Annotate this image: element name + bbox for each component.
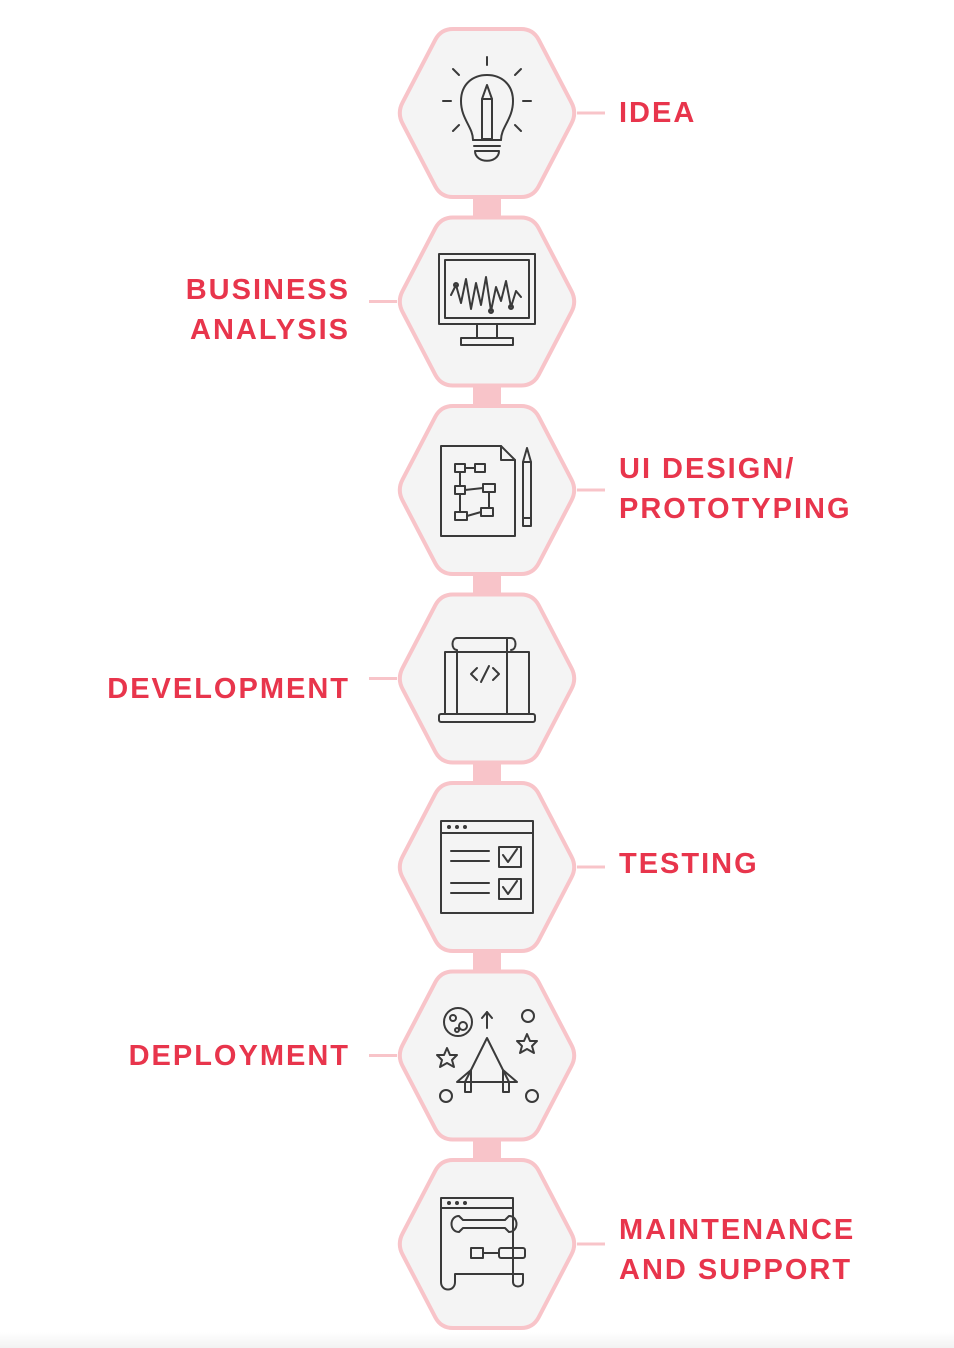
hexagon-business-analysis: [397, 215, 577, 388]
step-label-ui-design-prototyping: UI DESIGN/PROTOTYPING: [619, 453, 852, 525]
hexagon-idea: [397, 27, 577, 199]
hexagon-ui-design-prototyping: [397, 404, 577, 576]
monitor-chart-icon: [438, 253, 536, 346]
checklist-window-icon: [440, 820, 534, 914]
step-label-deployment: DEPLOYMENT: [128, 1040, 350, 1072]
lightbulb-pencil-icon: [442, 56, 532, 162]
flowchart-pencil-icon: [440, 445, 532, 537]
laptop-code-icon: [438, 637, 536, 723]
hexagon-testing: [397, 781, 577, 953]
tools-document-icon: [440, 1197, 526, 1291]
hexagon-deployment: [397, 969, 577, 1142]
rocket-launch-icon: [436, 1007, 539, 1103]
bottom-fade: [0, 1332, 954, 1348]
step-label-development: DEVELOPMENT: [107, 673, 350, 705]
step-label-testing: TESTING: [619, 848, 759, 880]
hexagon-maintenance-and-support: [397, 1158, 577, 1330]
hexagon-development: [397, 592, 577, 765]
step-label-idea: IDEA: [619, 97, 697, 129]
